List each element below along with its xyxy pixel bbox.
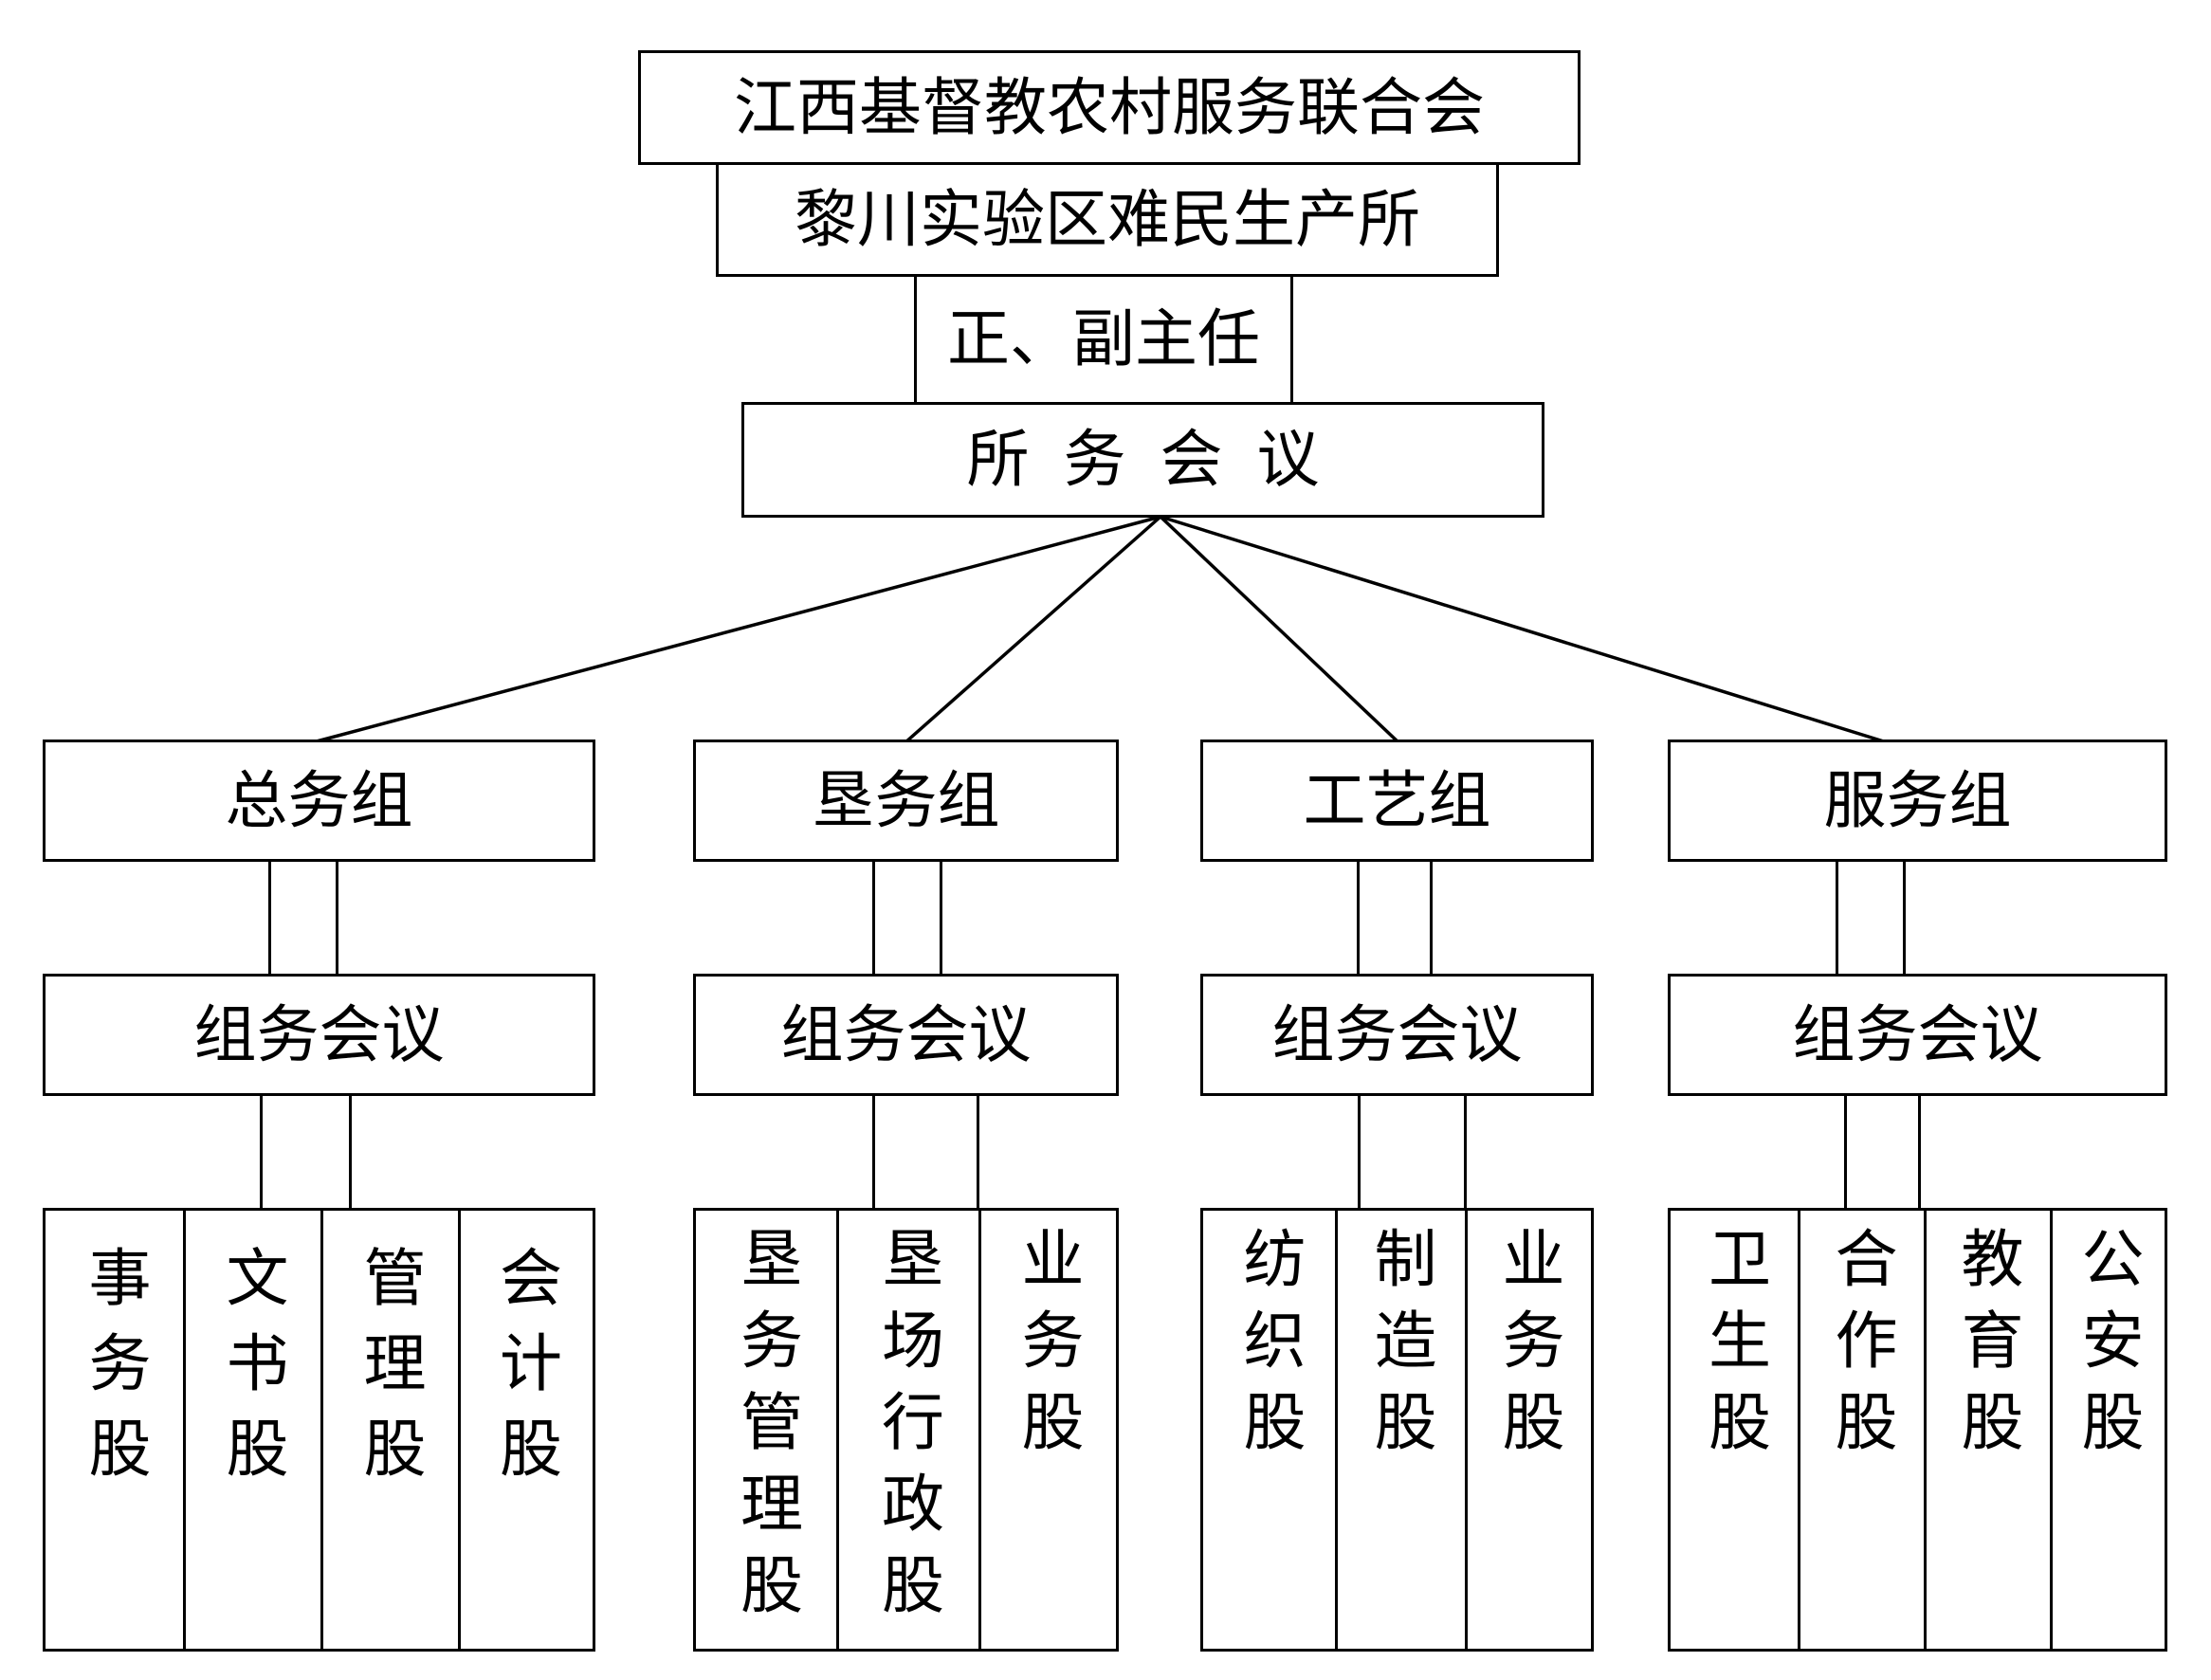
double-connector: [872, 859, 875, 977]
unit-row: 纺织股 制造股 业务股: [1200, 1208, 1594, 1652]
unit-divider: [978, 1211, 981, 1649]
unit-label: 纺织股: [1233, 1226, 1306, 1470]
unit-divider: [1465, 1211, 1468, 1649]
unit-cell: 公安股: [2050, 1211, 2165, 1649]
double-connector: [1844, 1093, 1847, 1211]
unit-label: 公安股: [2071, 1226, 2145, 1470]
double-connector: [977, 1093, 979, 1211]
double-connector: [268, 859, 271, 977]
unit-cell: 教育股: [1924, 1211, 2050, 1649]
unit-cell: 事务股: [46, 1211, 183, 1649]
double-connector: [1464, 1093, 1467, 1211]
group-meeting-title: 组务会议: [1271, 997, 1523, 1071]
group-box-reclamation: 垦务组: [693, 740, 1119, 862]
unit-divider: [1798, 1211, 1800, 1649]
unit-cell: 垦务管理股: [696, 1211, 836, 1649]
unit-cell: 制造股: [1335, 1211, 1465, 1649]
unit-divider: [1335, 1211, 1338, 1649]
unit-divider: [320, 1211, 323, 1649]
unit-label: 业务股: [1491, 1226, 1565, 1470]
double-connector: [1903, 859, 1906, 977]
group-meeting-box: 组务会议: [693, 974, 1119, 1096]
double-connector: [1430, 859, 1433, 977]
unit-divider: [2050, 1211, 2053, 1649]
director-box: 正、副主任: [914, 274, 1293, 405]
unit-cell: 纺织股: [1203, 1211, 1335, 1649]
unit-label: 卫生股: [1698, 1226, 1771, 1470]
unit-divider: [1924, 1211, 1927, 1649]
unit-cell: 管理股: [320, 1211, 458, 1649]
unit-cell: 业务股: [1465, 1211, 1591, 1649]
group-meeting-box: 组务会议: [1668, 974, 2167, 1096]
org-top-box: 江西基督教农村服务联合会: [638, 50, 1581, 165]
connector-line: [1159, 515, 1400, 744]
org-top-title: 江西基督教农村服务联合会: [734, 70, 1485, 144]
group-meeting-title: 组务会议: [780, 997, 1032, 1071]
office-title: 黎川实验区难民生产所: [795, 182, 1420, 256]
unit-cell: 垦场行政股: [836, 1211, 978, 1649]
unit-divider: [458, 1211, 461, 1649]
group-title: 总务组: [225, 763, 413, 837]
unit-row: 垦务管理股 垦场行政股 业务股: [693, 1208, 1119, 1652]
unit-label: 垦务管理股: [730, 1226, 803, 1634]
unit-divider: [183, 1211, 186, 1649]
unit-label: 教育股: [1950, 1226, 2024, 1470]
double-connector: [336, 859, 338, 977]
unit-label: 管理股: [353, 1245, 427, 1501]
unit-label: 文书股: [215, 1245, 289, 1501]
group-title: 服务组: [1823, 763, 2012, 837]
unit-cell: 卫生股: [1671, 1211, 1798, 1649]
double-connector: [260, 1093, 263, 1211]
connector-line: [312, 515, 1161, 744]
double-connector: [940, 859, 942, 977]
double-connector: [1918, 1093, 1921, 1211]
group-meeting-title: 组务会议: [193, 997, 445, 1071]
unit-divider: [836, 1211, 839, 1649]
double-connector: [1836, 859, 1838, 977]
unit-cell: 合作股: [1798, 1211, 1924, 1649]
double-connector: [872, 1093, 875, 1211]
unit-cell: 业务股: [978, 1211, 1116, 1649]
director-title: 正、副主任: [947, 302, 1260, 375]
double-connector: [1358, 1093, 1361, 1211]
unit-label: 业务股: [1011, 1226, 1085, 1470]
group-title: 垦务组: [812, 763, 1000, 837]
connector-line: [1160, 515, 1888, 744]
unit-cell: 会计股: [458, 1211, 593, 1649]
office-meeting-title: 所务会议: [966, 423, 1354, 496]
group-meeting-title: 组务会议: [1792, 997, 2043, 1071]
group-meeting-box: 组务会议: [1200, 974, 1594, 1096]
double-connector: [349, 1093, 352, 1211]
unit-row: 事务股 文书股 管理股 会计股: [43, 1208, 595, 1652]
group-box-service: 服务组: [1668, 740, 2167, 862]
unit-label: 会计股: [489, 1245, 562, 1501]
group-meeting-box: 组务会议: [43, 974, 595, 1096]
group-box-craft: 工艺组: [1200, 740, 1594, 862]
unit-label: 事务股: [78, 1245, 152, 1501]
connector-line: [904, 515, 1162, 744]
office-meeting-box: 所务会议: [741, 402, 1544, 518]
group-title: 工艺组: [1303, 763, 1491, 837]
office-box: 黎川实验区难民生产所: [716, 162, 1499, 277]
double-connector: [1357, 859, 1360, 977]
unit-label: 合作股: [1824, 1226, 1898, 1470]
unit-label: 垦场行政股: [871, 1226, 944, 1634]
unit-row: 卫生股 合作股 教育股 公安股: [1668, 1208, 2167, 1652]
group-box-general: 总务组: [43, 740, 595, 862]
unit-cell: 文书股: [183, 1211, 320, 1649]
unit-label: 制造股: [1363, 1226, 1437, 1470]
